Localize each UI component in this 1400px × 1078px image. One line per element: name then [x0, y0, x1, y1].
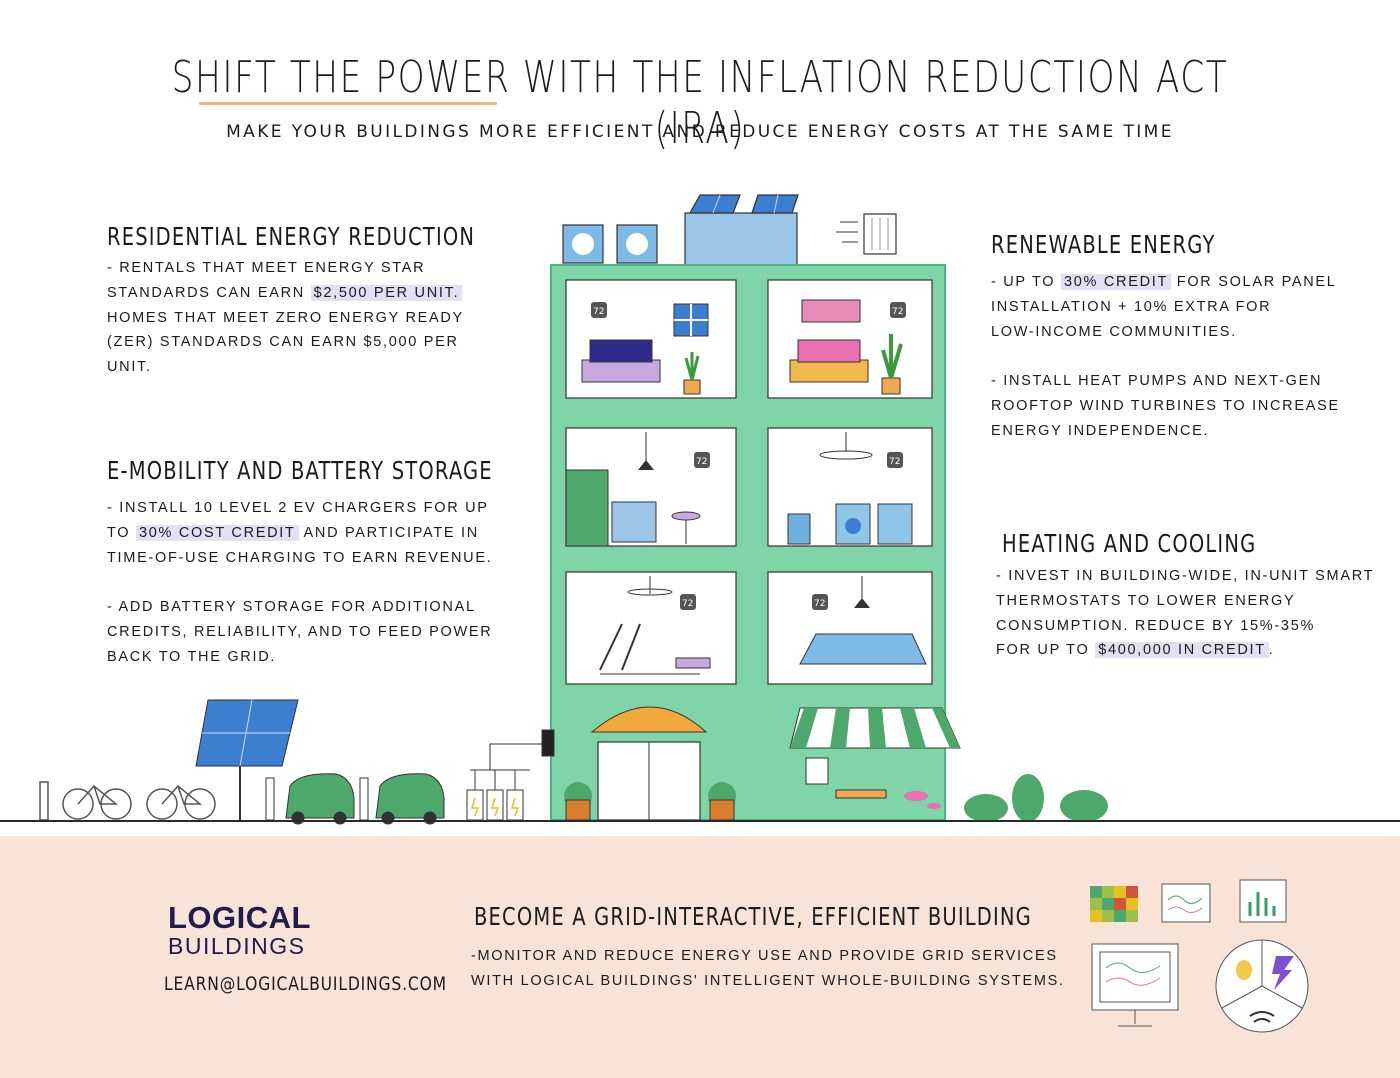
- bed-icon: [581, 339, 869, 383]
- residential-line: - rentals that meet Energy Star: [107, 260, 426, 276]
- emobility-line: time-of-use charging to earn revenue.: [107, 549, 493, 566]
- renewable-line: rooftop wind turbines to increase: [991, 397, 1340, 414]
- residential-title: RESIDENTIAL ENERGY REDUCTION: [107, 222, 476, 251]
- rooftop-box: [684, 212, 798, 266]
- renewable-text: - up to: [991, 274, 1062, 290]
- bar-chart-icon: [1239, 879, 1287, 923]
- renewable-line: low-income communities.: [991, 323, 1237, 340]
- residential-line: (ZER) standards can earn $5,000 per unit…: [107, 334, 459, 376]
- residential-line: Homes that meet Zero Energy Ready: [107, 309, 464, 326]
- heating-text: .: [1268, 642, 1275, 659]
- laundry-icon: [787, 432, 913, 545]
- emobility-title: E-MOBILITY AND BATTERY STORAGE: [107, 456, 493, 485]
- cta-line: with Logical Buildings' intelligent whol…: [471, 972, 1065, 989]
- solar-panel-icon: [688, 194, 799, 214]
- kitchen-icon: [565, 432, 701, 547]
- cta-body: -monitor and reduce energy use and provi…: [471, 944, 1065, 994]
- gym-icon: [599, 576, 711, 675]
- bicycle-icon: [39, 781, 216, 821]
- renewable-highlight: 30% credit: [1061, 274, 1172, 290]
- rooms: [565, 279, 933, 685]
- contact-email-link[interactable]: LEARN@LOGICALBUILDINGS.COM: [164, 973, 447, 995]
- building-body: [550, 264, 946, 821]
- residential-line: standards can earn $2,500 per unit.: [107, 281, 507, 306]
- cta-line: -monitor and reduce energy use and provi…: [471, 948, 1058, 964]
- potted-plant-icon: [564, 782, 736, 821]
- thermostat-label: 72: [593, 307, 604, 317]
- pool-icon: [799, 576, 927, 665]
- residential-highlight: $2,500 per unit.: [310, 284, 463, 301]
- heating-line: for up to $400,000 in credit.: [996, 638, 1386, 663]
- cafe-awning: [789, 707, 961, 809]
- thermostat-label: 72: [682, 599, 693, 609]
- logo-wordmark-sub: BUILDINGS: [168, 933, 306, 959]
- emobility-line: - install 10 level 2 EV chargers for up: [107, 500, 489, 516]
- residential-text: standards can earn: [107, 284, 311, 301]
- window-icon: [673, 299, 861, 337]
- emobility-line: back to the grid.: [107, 648, 277, 665]
- electric-car-icon: [265, 773, 445, 825]
- thermostat-label: 72: [892, 307, 903, 317]
- front-door: [597, 741, 701, 821]
- thermostat-label: 72: [889, 457, 900, 467]
- footer-icons: [1080, 870, 1320, 1040]
- renewable-text: for solar panel: [1171, 274, 1337, 290]
- plant-icon: [683, 334, 903, 395]
- residential-body: - rentals that meet Energy Star standard…: [107, 256, 507, 380]
- heating-title: HEATING AND COOLING: [1002, 529, 1257, 558]
- renewable-line: energy independence.: [991, 422, 1210, 439]
- renewable-line: - up to 30% credit for solar panel: [991, 270, 1371, 295]
- renewable-line: - install heat pumps and next-gen: [991, 373, 1323, 390]
- heating-line: - invest in building-wide, in-unit smart: [996, 568, 1375, 584]
- heating-body: - invest in building-wide, in-unit smart…: [996, 564, 1386, 663]
- emobility-line: to 30% cost credit and participate in: [107, 521, 507, 546]
- line-chart-icon: [1161, 883, 1211, 923]
- page-subtitle: MAKE YOUR BUILDINGS MORE EFFICIENT AND R…: [226, 122, 1174, 142]
- title-underline: [199, 102, 497, 105]
- bush-icon: [964, 774, 1108, 822]
- page-title: SHIFT THE POWER WITH THE INFLATION REDUC…: [171, 52, 1229, 154]
- heating-text: for up to: [996, 642, 1096, 659]
- thermostat-icon: 72 72 72 72 72 72: [591, 302, 906, 610]
- renewable-line: installation + 10% extra for: [991, 298, 1272, 315]
- energy-pie-icon: [1215, 939, 1309, 1033]
- cta-title: BECOME A GRID-INTERACTIVE, EFFICIENT BUI…: [474, 902, 1032, 931]
- emobility-line: credits, reliability, and to feed power: [107, 623, 493, 640]
- emobility-text: and participate in: [298, 524, 479, 541]
- solar-panel-icon: [195, 699, 299, 820]
- thermostat-label: 72: [814, 599, 825, 609]
- heatmap-icon: [1090, 886, 1138, 922]
- emobility-body: - install 10 level 2 EV chargers for up …: [107, 496, 507, 670]
- ground-line: [0, 820, 1400, 822]
- emobility-line: - add battery storage for additional: [107, 599, 476, 616]
- heat-pump-icon: [836, 213, 897, 255]
- emobility-highlight: 30% cost credit: [136, 524, 299, 541]
- monitor-icon: [1091, 943, 1179, 1027]
- thermostat-label: 72: [696, 457, 707, 467]
- emobility-text: to: [107, 524, 137, 541]
- wind-turbine-icon: [562, 224, 658, 264]
- logo-wordmark: LOGICAL: [168, 900, 311, 935]
- renewable-title: RENEWABLE ENERGY: [991, 230, 1216, 259]
- battery-storage-icon: [466, 729, 555, 821]
- renewable-body: - up to 30% credit for solar panel insta…: [991, 270, 1371, 444]
- heating-highlight: $400,000 in credit: [1095, 642, 1269, 659]
- heating-line: consumption. Reduce by 15%-35%: [996, 617, 1316, 634]
- heating-line: thermostats to lower energy: [996, 592, 1296, 609]
